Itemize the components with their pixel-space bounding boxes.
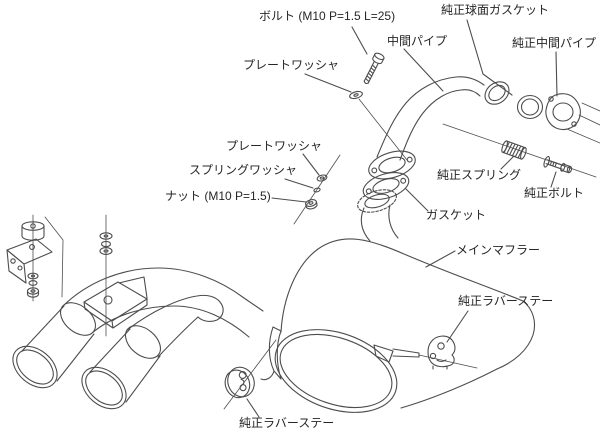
label-plate-washer-left: プレートワッシャ: [226, 139, 323, 153]
flange-stack-drawing: [293, 150, 416, 242]
main-muffler-drawing: [260, 238, 536, 413]
label-gasket: ガスケット: [426, 208, 487, 222]
label-oem-rubber-stay-right: 純正ラバーステー: [458, 294, 554, 308]
label-plate-washer-top: プレートワッシャ: [243, 58, 340, 72]
nut-drawing: [305, 199, 318, 210]
label-oem-rubber-stay-bottom: 純正ラバーステー: [239, 416, 335, 430]
label-oem-mid-pipe: 純正中間パイプ: [512, 36, 597, 50]
label-mid-pipe: 中間パイプ: [387, 34, 448, 48]
label-oem-bolt: 純正ボルト: [524, 186, 585, 200]
leader-lines: [246, 19, 558, 418]
label-oem-spring: 純正スプリング: [437, 168, 522, 182]
label-oem-spherical-gasket: 純正球面ガスケット: [441, 3, 550, 17]
mid-pipe-drawing: [376, 76, 510, 161]
oem-spring-drawing: [501, 140, 527, 160]
tail-pipes-drawing: [12, 214, 264, 410]
left-bracket-drawing: [6, 214, 64, 302]
label-bolt: ボルト (M10 P=1.5 L=25): [259, 9, 396, 23]
label-spring-washer: スプリングワッシャ: [189, 163, 298, 177]
oem-joint-drawing: [442, 93, 600, 178]
oem-bolt-drawing: [543, 155, 573, 174]
label-main-muffler: メインマフラー: [456, 243, 541, 257]
label-nut: ナット (M10 P=1.5): [165, 189, 271, 203]
bolt-and-washer-drawing: [349, 52, 408, 161]
rubber-stay-bottom-drawing: [223, 339, 277, 410]
rubber-stay-right-drawing: [427, 335, 456, 370]
